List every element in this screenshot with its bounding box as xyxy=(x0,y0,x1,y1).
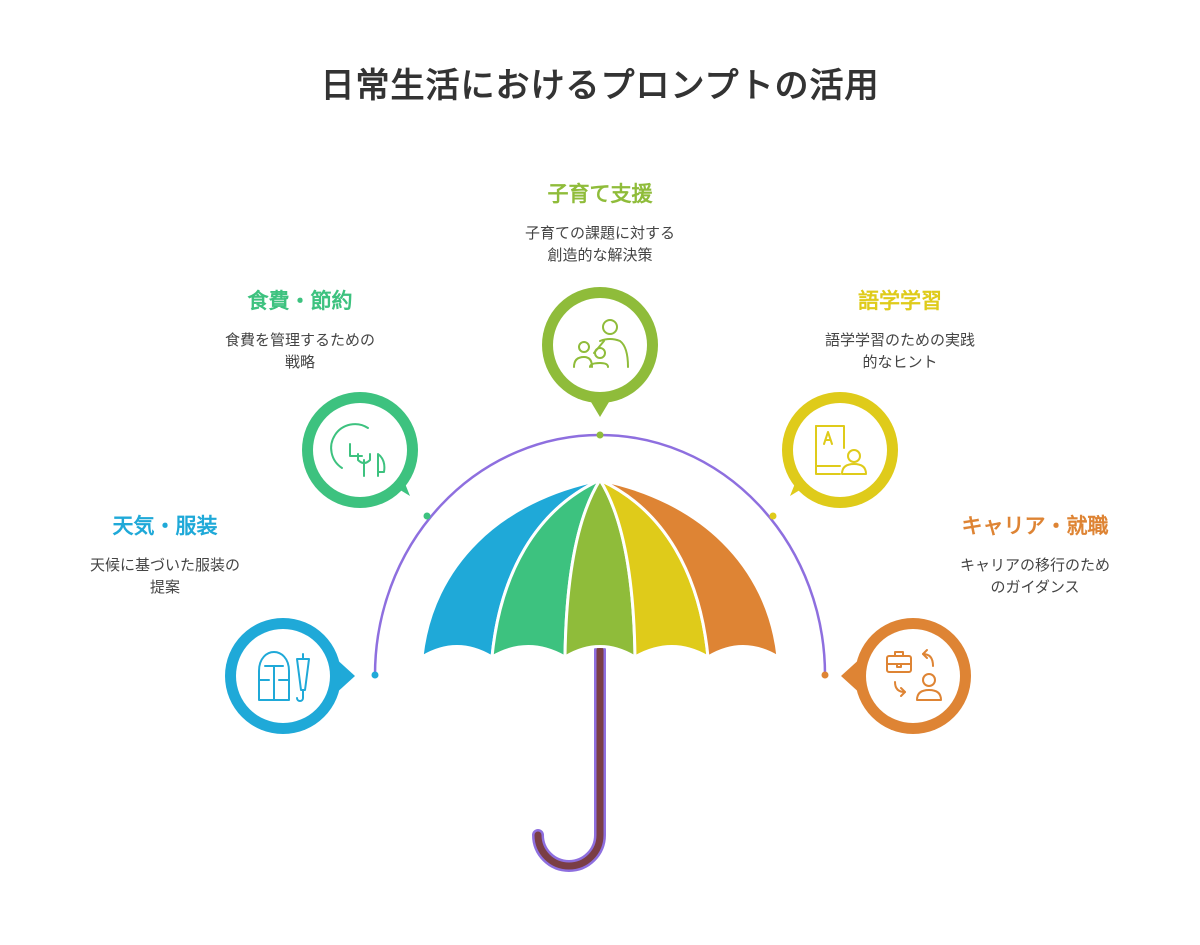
label-title-weather: 天気・服装 xyxy=(112,514,218,538)
desc-line: キャリアの移行のため xyxy=(959,556,1110,574)
career-transition-icon xyxy=(886,649,942,701)
bubble-career[interactable] xyxy=(841,618,971,734)
arc-dot-2 xyxy=(423,512,431,520)
label-title-career: キャリア・就職 xyxy=(961,514,1109,538)
umbrella-handle xyxy=(532,644,606,872)
label-desc-food: 食費を管理するための 戦略 xyxy=(150,329,450,373)
label-desc-career: キャリアの移行のため のガイダンス xyxy=(885,554,1185,598)
arc-dot-5 xyxy=(821,671,829,679)
canopy-panel-orange xyxy=(598,478,780,659)
language-book-icon xyxy=(815,425,867,475)
desc-line: 天候に基づいた服装の xyxy=(89,556,240,574)
desc-line: 提案 xyxy=(149,578,180,596)
umbrella-canopy xyxy=(420,478,780,659)
label-weather: 天気・服装 天候に基づいた服装の 提案 xyxy=(15,510,315,598)
label-title-parenting: 子育て支援 xyxy=(547,182,653,206)
bubble-food[interactable] xyxy=(302,392,418,508)
arc-dot-3 xyxy=(596,431,604,439)
desc-line: 戦略 xyxy=(284,353,315,371)
parent-child-icon xyxy=(573,319,629,368)
label-desc-language: 語学学習のための実践 的なヒント xyxy=(750,329,1050,373)
label-parenting: 子育て支援 子育ての課題に対する 創造的な解決策 xyxy=(450,178,750,266)
arc-dot-1 xyxy=(371,671,379,679)
bubble-weather[interactable] xyxy=(225,618,355,734)
label-desc-weather: 天候に基づいた服装の 提案 xyxy=(15,554,315,598)
desc-line: のガイダンス xyxy=(990,578,1080,596)
bubble-parenting[interactable] xyxy=(542,287,658,417)
desc-line: 的なヒント xyxy=(862,353,938,371)
arc-dot-4 xyxy=(769,512,777,520)
desc-line: 子育ての課題に対する xyxy=(524,224,675,242)
label-food: 食費・節約 食費を管理するための 戦略 xyxy=(150,285,450,373)
desc-line: 食費を管理するための xyxy=(224,331,375,349)
label-career: キャリア・就職 キャリアの移行のため のガイダンス xyxy=(885,510,1185,598)
label-desc-parenting: 子育ての課題に対する 創造的な解決策 xyxy=(450,222,750,266)
raincoat-umbrella-icon xyxy=(258,651,310,702)
page-title: 日常生活におけるプロンプトの活用 xyxy=(320,66,880,106)
desc-line: 語学学習のための実践 xyxy=(824,331,975,349)
label-title-language: 語学学習 xyxy=(858,289,942,313)
label-title-food: 食費・節約 xyxy=(247,289,353,313)
plate-utensils-icon xyxy=(330,423,386,477)
bubble-language[interactable] xyxy=(782,392,898,508)
label-language: 語学学習 語学学習のための実践 的なヒント xyxy=(750,285,1050,373)
desc-line: 創造的な解決策 xyxy=(547,246,653,264)
